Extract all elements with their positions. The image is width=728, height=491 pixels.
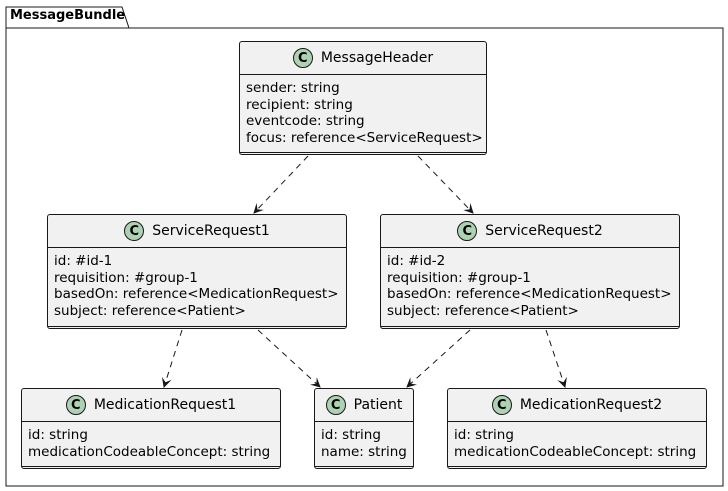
attribute: basedOn: reference<MedicationRequest> [54, 286, 339, 302]
relation-messageheader-servicerequest1 [253, 155, 309, 214]
attribute: id: string [321, 427, 381, 443]
attribute: subject: reference<Patient> [54, 302, 246, 319]
attribute: id: string [28, 427, 88, 443]
class-header: C MedicationRequest2 [448, 389, 706, 422]
relation-servicerequest1-patient [257, 329, 321, 388]
attribute: focus: reference<ServiceRequest> [246, 129, 483, 146]
package-name: MessageBundle [10, 8, 126, 23]
class-stereotype-icon: C [491, 395, 512, 415]
class-header: C MessageHeader [240, 42, 486, 75]
class-methods [48, 327, 346, 335]
class-header: C MedicationRequest1 [22, 389, 280, 422]
attribute: subject: reference<Patient> [387, 302, 579, 319]
attribute: eventcode: string [246, 113, 365, 129]
class-stereotype-icon: C [457, 221, 478, 241]
attribute: id: #id-1 [54, 253, 113, 269]
class-medicationrequest2: C MedicationRequest2 id: string medicati… [447, 388, 707, 469]
relation-servicerequest2-patient [406, 329, 471, 388]
attribute: requisition: #group-1 [387, 269, 531, 286]
class-name: MedicationRequest2 [519, 397, 663, 413]
attribute: sender: string [246, 80, 340, 96]
attribute: medicationCodeableConcept: string [28, 443, 271, 460]
class-stereotype-icon: C [292, 48, 313, 68]
package-tab [5, 6, 130, 29]
class-methods [315, 467, 413, 475]
attribute: basedOn: reference<MedicationRequest> [387, 286, 672, 302]
class-patient: C Patient id: string name: string [314, 388, 414, 469]
class-methods [448, 467, 706, 475]
class-stereotype-icon: C [325, 395, 346, 415]
attribute: requisition: #group-1 [54, 269, 198, 286]
class-header: C ServiceRequest1 [48, 215, 346, 248]
class-name: ServiceRequest1 [152, 223, 270, 239]
class-methods [22, 467, 280, 475]
class-messageheader: C MessageHeader sender: string recipient… [239, 41, 487, 155]
class-name: MessageHeader [320, 50, 434, 66]
attribute: name: string [321, 443, 407, 460]
class-attributes: id: string medicationCodeableConcept: st… [448, 422, 706, 467]
class-stereotype-icon: C [124, 221, 145, 241]
class-name: ServiceRequest2 [485, 223, 603, 239]
class-medicationrequest1: C MedicationRequest1 id: string medicati… [21, 388, 281, 469]
attribute: id: string [454, 427, 514, 443]
class-servicerequest2: C ServiceRequest2 id: #id-2 requisition:… [380, 214, 680, 329]
class-methods [240, 153, 486, 161]
class-name: Patient [353, 397, 403, 413]
attribute: id: #id-2 [387, 253, 446, 269]
class-servicerequest1: C ServiceRequest1 id: #id-1 requisition:… [47, 214, 347, 329]
relation-servicerequest1-medicationrequest1 [161, 329, 183, 388]
class-header: C ServiceRequest2 [381, 215, 679, 248]
relation-messageheader-servicerequest2 [417, 155, 474, 214]
class-name: MedicationRequest1 [93, 397, 237, 413]
class-attributes: id: #id-2 requisition: #group-1 basedOn:… [381, 248, 679, 327]
class-attributes: id: string name: string [315, 422, 413, 467]
attribute: medicationCodeableConcept: string [454, 443, 697, 460]
class-attributes: sender: string recipient: string eventco… [240, 75, 486, 153]
class-methods [381, 327, 679, 335]
class-attributes: id: #id-1 requisition: #group-1 basedOn:… [48, 248, 346, 327]
class-header: C Patient [315, 389, 413, 422]
attribute: recipient: string [246, 96, 353, 113]
class-stereotype-icon: C [65, 395, 86, 415]
class-attributes: id: string medicationCodeableConcept: st… [22, 422, 280, 467]
